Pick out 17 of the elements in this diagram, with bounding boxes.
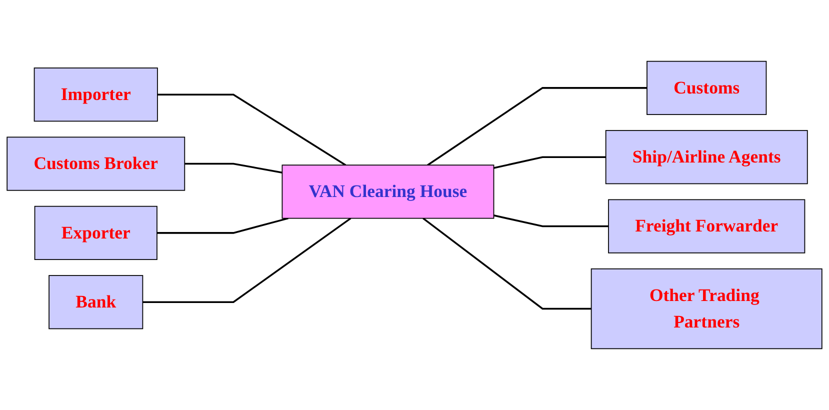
node-box: Bank (48, 275, 144, 330)
node-box: Ship/Airline Agents (605, 130, 808, 184)
connector (427, 87, 647, 166)
node-box: Customs (646, 60, 767, 115)
node-box: Freight Forwarder (608, 199, 806, 254)
node-box: Exporter (34, 206, 158, 260)
connector (494, 214, 608, 228)
node-box: Importer (34, 68, 158, 122)
connector (494, 156, 606, 169)
connector (184, 162, 282, 174)
node-box: Other Trading Partners (590, 268, 822, 350)
connector (142, 218, 352, 303)
connector (422, 218, 592, 310)
node-box: VAN Clearing House (282, 164, 494, 219)
connector (157, 94, 346, 166)
node-box: Customs Broker (6, 136, 186, 191)
connector (156, 217, 288, 234)
